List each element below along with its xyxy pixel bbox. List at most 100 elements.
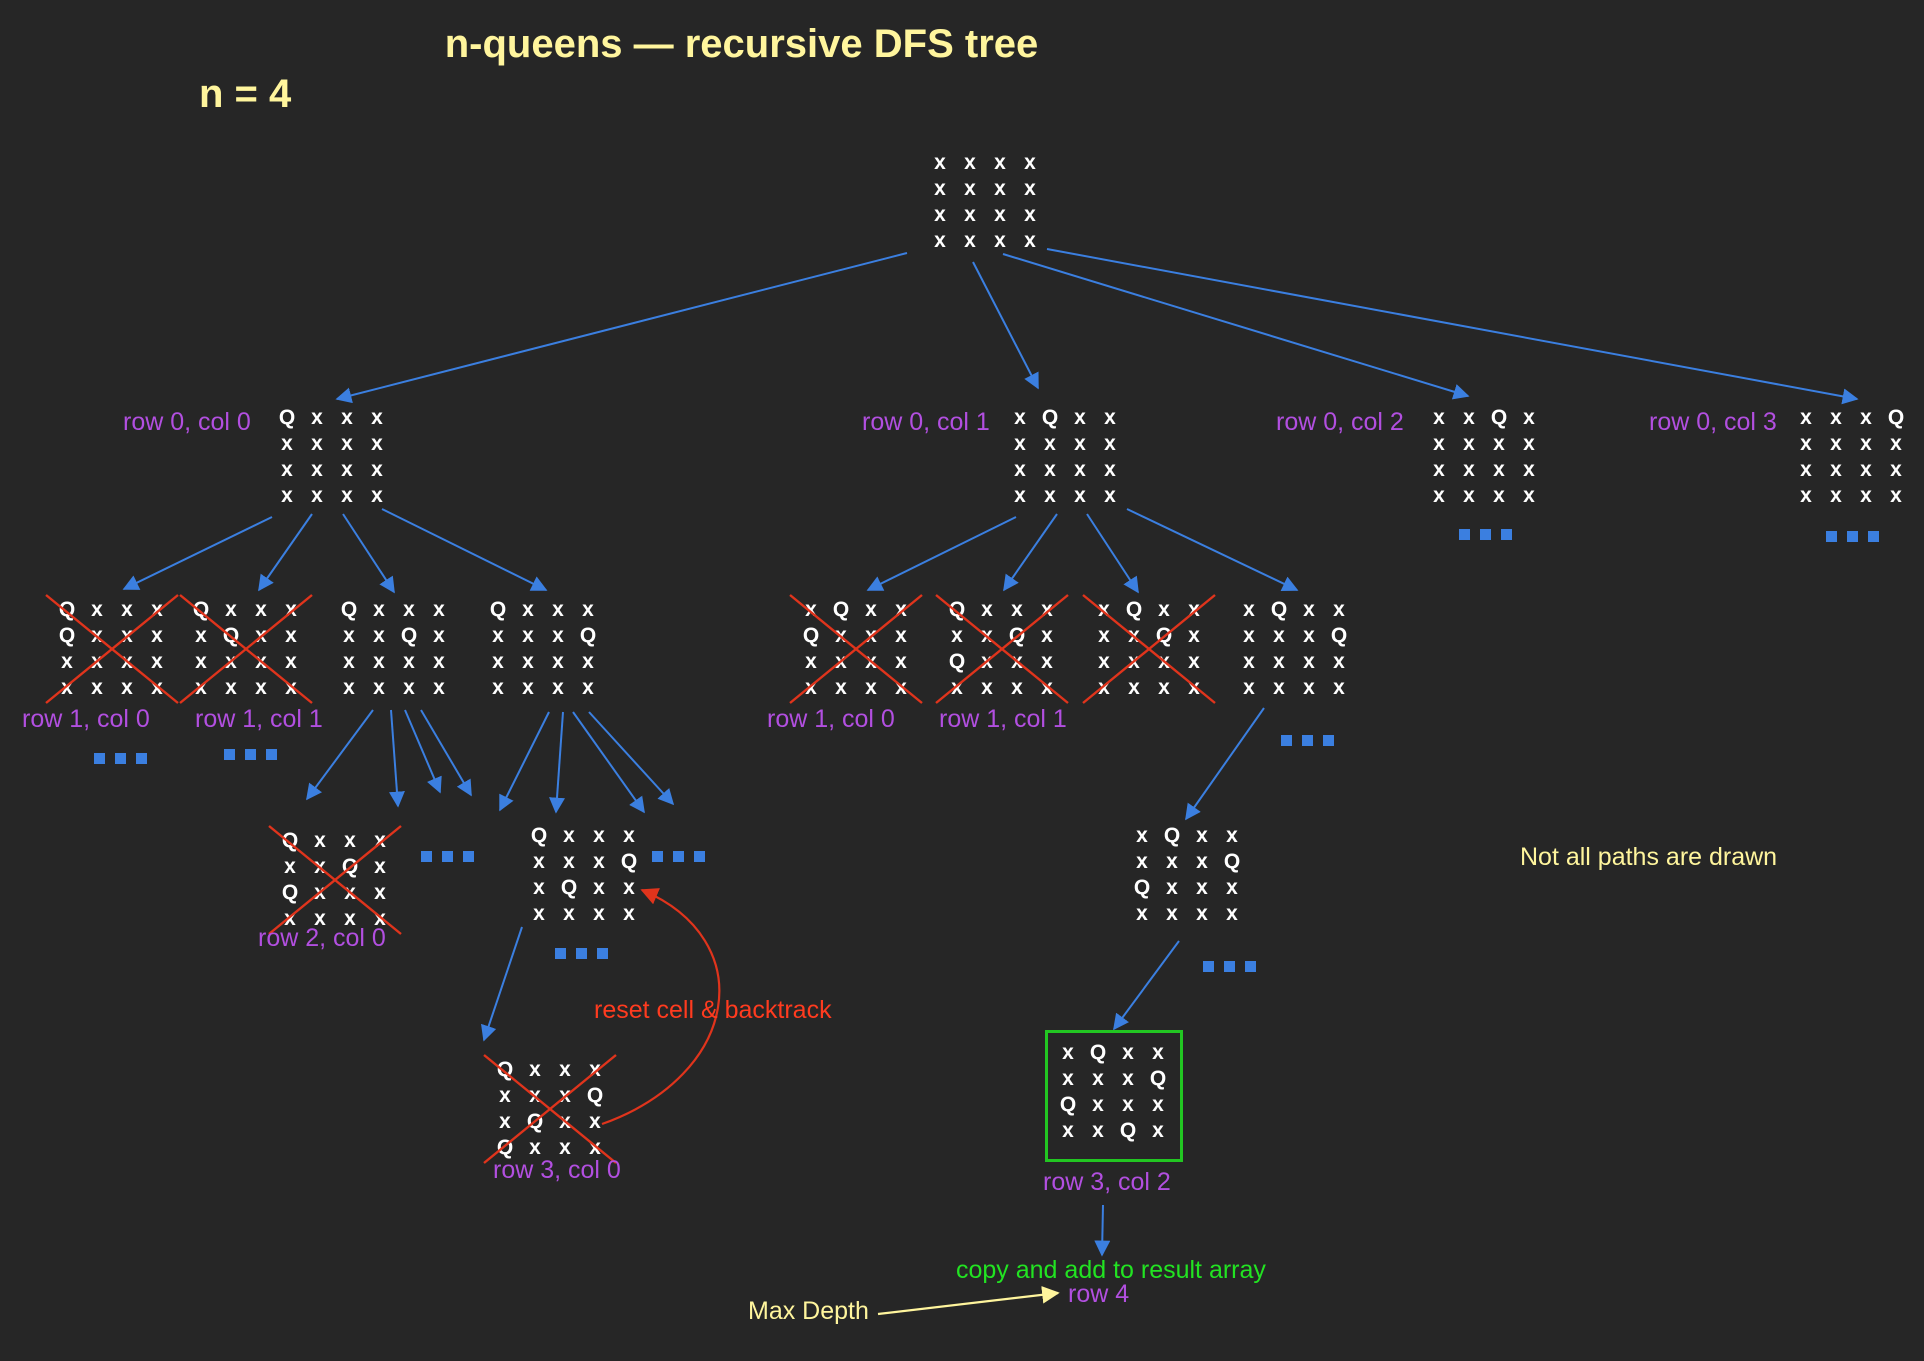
empty-cell: x — [964, 177, 976, 200]
empty-cell: x — [994, 177, 1006, 200]
empty-cell: x — [433, 598, 445, 621]
empty-cell: x — [1152, 1119, 1164, 1142]
queen-cell: Q — [278, 406, 296, 429]
empty-cell: x — [341, 484, 353, 507]
tree-edge-arrow — [572, 711, 645, 814]
empty-cell: x — [374, 829, 386, 852]
empty-cell: x — [121, 650, 133, 673]
tree-edge-arrow — [404, 709, 442, 794]
empty-cell: x — [1463, 432, 1475, 455]
empty-cell: x — [1104, 432, 1116, 455]
queen-cell: Q — [281, 881, 299, 904]
empty-cell: x — [1860, 484, 1872, 507]
empty-cell: x — [835, 650, 847, 673]
empty-cell: x — [1014, 432, 1026, 455]
empty-cell: x — [1136, 902, 1148, 925]
label-b2: row 1, col 1 — [939, 705, 1067, 733]
empty-cell: x — [1062, 1067, 1074, 1090]
empty-cell: x — [1523, 484, 1535, 507]
empty-cell: x — [433, 650, 445, 673]
empty-cell: x — [285, 650, 297, 673]
empty-cell: x — [1188, 598, 1200, 621]
empty-cell: x — [1024, 151, 1036, 174]
empty-cell: x — [371, 406, 383, 429]
empty-cell: x — [1104, 458, 1116, 481]
empty-cell: x — [1128, 676, 1140, 699]
empty-cell: x — [285, 676, 297, 699]
empty-cell: x — [1830, 432, 1842, 455]
empty-cell: x — [1041, 676, 1053, 699]
empty-cell: x — [934, 229, 946, 252]
empty-cell: x — [492, 650, 504, 673]
empty-cell: x — [344, 881, 356, 904]
edge-group — [122, 248, 1859, 1257]
queen-cell: Q — [1089, 1041, 1107, 1064]
tree-edge-arrow — [499, 711, 550, 812]
empty-cell: x — [343, 676, 355, 699]
empty-cell: x — [151, 598, 163, 621]
label-end: row 4 — [1068, 1280, 1130, 1308]
empty-cell: x — [563, 850, 575, 873]
empty-cell: x — [981, 624, 993, 647]
ellipsis-c2 — [555, 948, 608, 959]
empty-cell: x — [1011, 598, 1023, 621]
tree-edge-arrow — [1086, 513, 1139, 594]
empty-cell: x — [563, 902, 575, 925]
queen-cell: Q — [1149, 1067, 1167, 1090]
empty-cell: x — [255, 624, 267, 647]
tree-edge-arrow — [1113, 940, 1180, 1031]
empty-cell: x — [1273, 650, 1285, 673]
tree-edge-arrow — [588, 711, 675, 806]
empty-cell: x — [1493, 458, 1505, 481]
empty-cell: x — [314, 829, 326, 852]
queen-cell: Q — [1163, 824, 1181, 847]
label-d1: row 3, col 0 — [493, 1156, 621, 1184]
label-row0-col2: row 0, col 2 — [1276, 408, 1404, 436]
empty-cell: x — [91, 676, 103, 699]
empty-cell: x — [1062, 1041, 1074, 1064]
empty-cell: x — [1226, 876, 1238, 899]
empty-cell: x — [492, 624, 504, 647]
empty-cell: x — [1152, 1093, 1164, 1116]
ellipsis-a4-children — [652, 851, 705, 862]
empty-cell: x — [1333, 676, 1345, 699]
tree-edge-arrow — [866, 516, 1017, 591]
empty-cell: x — [311, 406, 323, 429]
empty-cell: x — [91, 624, 103, 647]
empty-cell: x — [1433, 432, 1445, 455]
empty-cell: x — [285, 598, 297, 621]
label-a2: row 1, col 1 — [195, 705, 323, 733]
empty-cell: x — [374, 855, 386, 878]
backtrack-arrow — [601, 888, 721, 1126]
queen-cell: Q — [579, 624, 597, 647]
empty-cell: x — [895, 676, 907, 699]
queen-cell: Q — [58, 598, 76, 621]
max-depth-arrow — [877, 1286, 1060, 1316]
empty-cell: x — [341, 458, 353, 481]
empty-cell: x — [373, 624, 385, 647]
empty-cell: x — [1493, 484, 1505, 507]
empty-cell: x — [1098, 676, 1110, 699]
queen-cell: Q — [340, 598, 358, 621]
empty-cell: x — [981, 598, 993, 621]
empty-cell: x — [1092, 1067, 1104, 1090]
empty-cell: x — [964, 203, 976, 226]
empty-cell: x — [522, 624, 534, 647]
empty-cell: x — [1122, 1041, 1134, 1064]
copy-result-label: copy and add to result array — [956, 1256, 1266, 1284]
empty-cell: x — [994, 229, 1006, 252]
empty-cell: x — [552, 676, 564, 699]
tree-edge-arrow — [481, 926, 523, 1042]
queen-cell: Q — [341, 855, 359, 878]
empty-cell: x — [1243, 598, 1255, 621]
tree-edge-arrow — [1003, 513, 1058, 592]
empty-cell: x — [373, 650, 385, 673]
empty-cell: x — [1158, 598, 1170, 621]
empty-cell: x — [1800, 432, 1812, 455]
empty-cell: x — [593, 850, 605, 873]
empty-cell: x — [1136, 824, 1148, 847]
ellipsis-a3-children — [421, 851, 474, 862]
empty-cell: x — [61, 676, 73, 699]
